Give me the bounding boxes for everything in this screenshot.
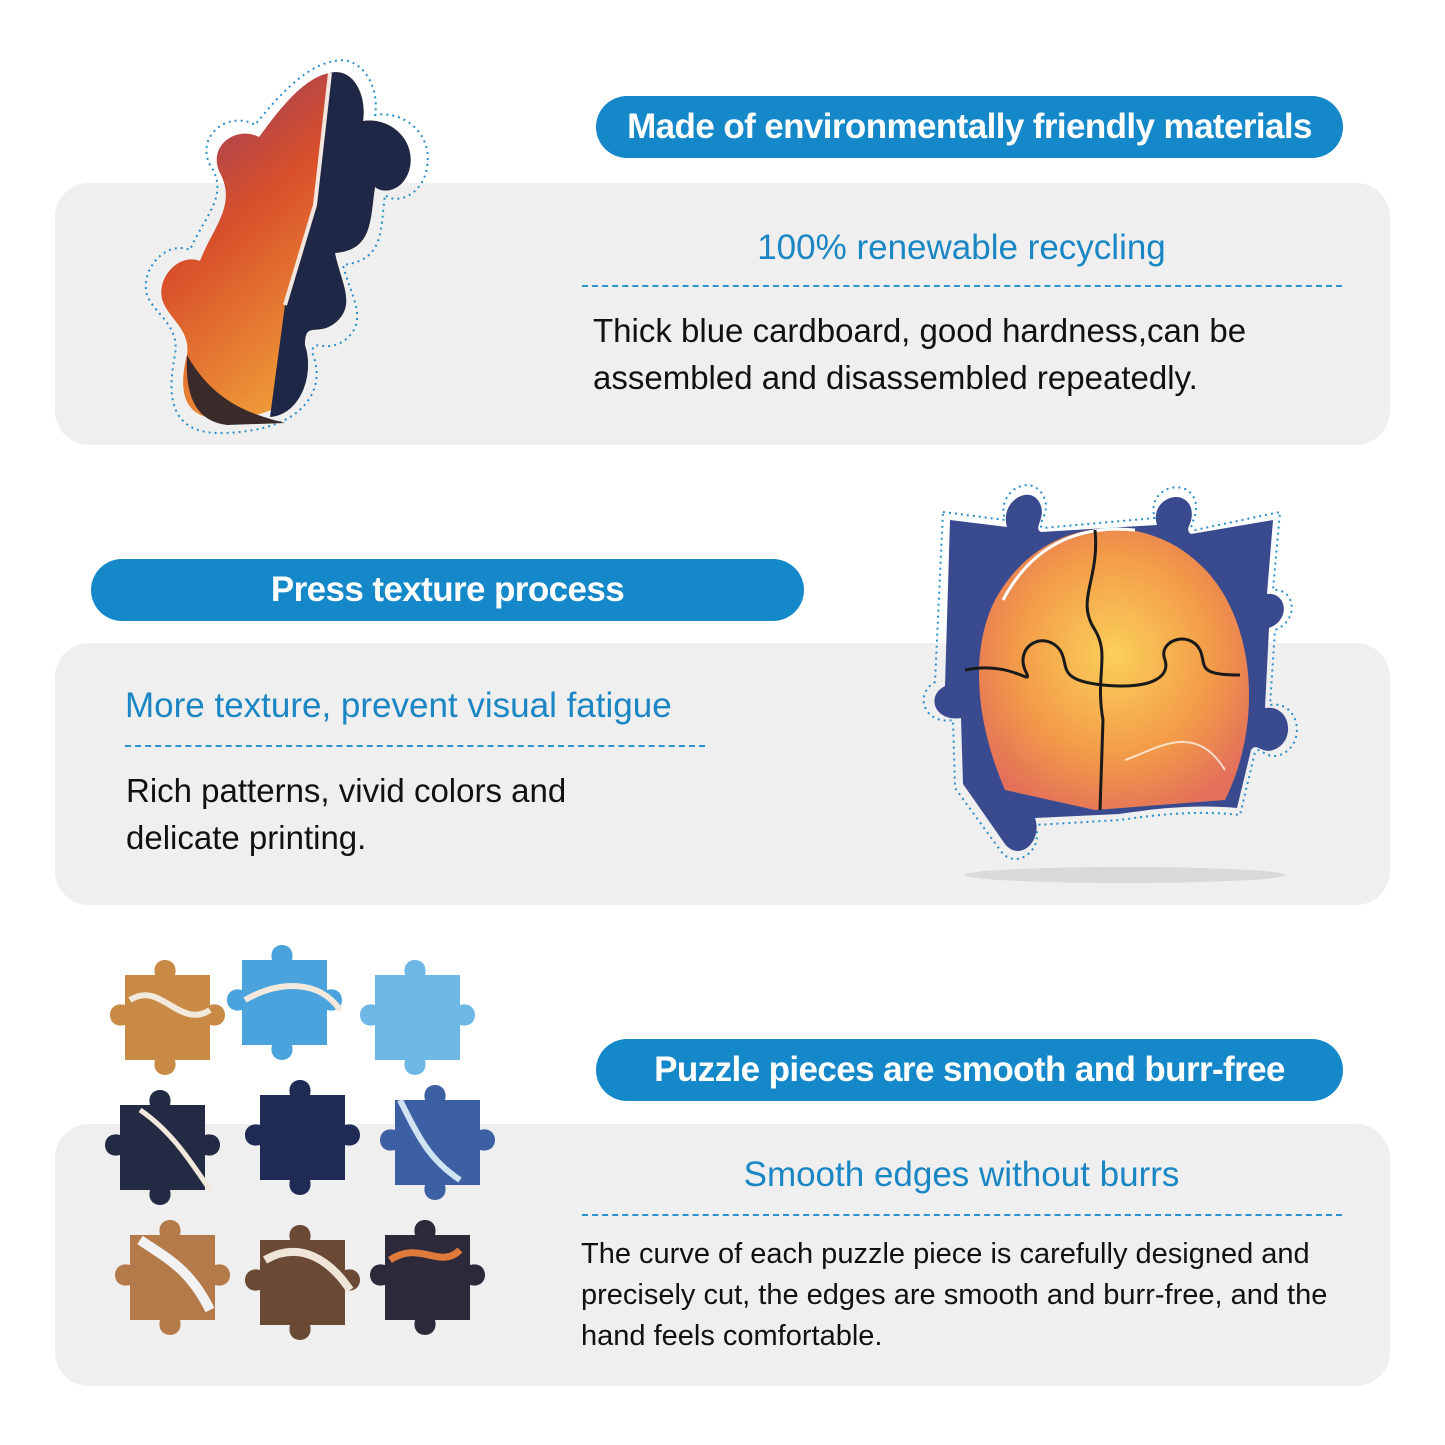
puzzle-pieces-grid-image <box>105 945 495 1340</box>
interlocking-pieces-image <box>922 484 1298 883</box>
dashed-divider <box>582 285 1342 287</box>
dashed-divider <box>125 745 705 747</box>
body-cardboard: Thick blue cardboard, good hardness,can … <box>593 312 1247 396</box>
body-curve: The curve of each puzzle piece is carefu… <box>581 1238 1328 1352</box>
subtitle-smooth-edges: Smooth edges without burrs <box>743 1155 1180 1194</box>
body-patterns: Rich patterns, vivid colors and delicate… <box>126 772 567 856</box>
puzzle-piece-image <box>144 59 429 435</box>
subtitle-visual-fatigue: More texture, prevent visual fatigue <box>125 686 672 725</box>
subtitle-recycling: 100% renewable recycling <box>757 228 1166 267</box>
badge-texture: Press texture process <box>91 559 804 621</box>
badge-materials: Made of environmentally friendly materia… <box>596 96 1343 158</box>
dashed-divider <box>582 1214 1342 1216</box>
badge-smooth: Puzzle pieces are smooth and burr-free <box>596 1039 1343 1101</box>
